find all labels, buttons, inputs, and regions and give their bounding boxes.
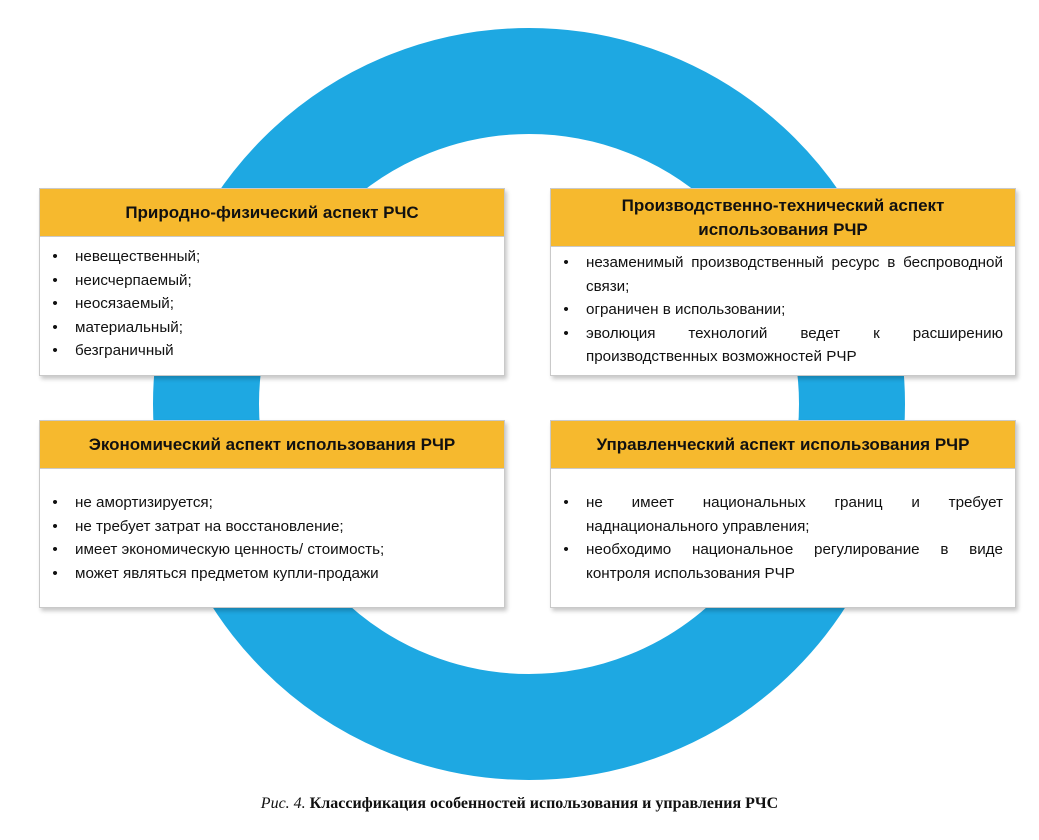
bullet-icon: • [563,301,569,318]
card-list: • невещественный; • неисчерпаемый; • неосяз… [40,237,504,363]
bullet-icon: • [563,494,569,511]
list-item-text: ограничен в использовании; [586,301,786,318]
list-item-text: может являться предметом купли-продажи [75,564,379,582]
list-item: • неосязаемый; [48,292,492,316]
card-production-technical: Производственно-технический аспект испол… [550,188,1016,376]
card-list: • не амортизируется; • не требует затрат н… [40,469,504,585]
bullet-icon: • [52,541,58,558]
list-item: • необходимо национальное регулирование в… [559,538,1003,585]
list-item-text: не амортизируется; [75,494,213,511]
list-item-text: неисчерпаемый; [75,271,192,289]
bullet-icon: • [563,541,569,558]
list-item: • не требует затрат на восстановление; [48,515,492,539]
bullet-icon: • [52,318,58,336]
bullet-icon: • [52,248,58,265]
list-item: • может являться предметом купли-продажи [48,562,492,586]
bullet-icon: • [52,564,58,582]
list-item: • неисчерпаемый; [48,269,492,293]
caption-text: Классификация особенностей использования… [309,795,779,812]
card-management: Управленческий аспект использования РЧР … [550,420,1016,608]
list-item-text: невещественный; [75,248,201,265]
list-item: • не амортизируется; [48,491,492,515]
bullet-icon: • [52,494,58,511]
card-title: Природно-физический аспект РЧС [40,189,504,237]
list-item-text: незаменимый производственный ресурс в бе… [586,254,1003,295]
caption-label: Рис. 4. [260,795,306,812]
cycle-ring [153,28,905,780]
list-item: • ограничен в использовании; [559,298,1003,322]
list-item-text: безграничный [75,342,174,359]
list-item-text: имеет экономическую ценность/ стоимость; [75,541,385,558]
list-item-text: эволюция технологий ведет к расширению п… [586,324,1003,366]
list-item: • не имеет национальных границ и требует … [559,491,1003,538]
list-item: • материальный; [48,316,492,340]
card-title: Производственно-технический аспект испол… [551,189,1015,247]
card-title: Управленческий аспект использования РЧР [551,421,1015,469]
card-list: • незаменимый производственный ресурс в б… [551,247,1015,369]
list-item: • невещественный; [48,245,492,269]
list-item-text: не требует затрат на восстановление; [75,517,344,535]
list-item-text: необходимо национальное регулирование в … [586,541,1003,582]
ring-band [153,28,905,780]
list-item: • безграничный [48,339,492,363]
list-item-text: материальный; [75,318,183,336]
bullet-icon: • [52,295,58,312]
bullet-icon: • [563,254,569,271]
list-item-text: неосязаемый; [75,295,175,312]
card-natural-physical: Природно-физический аспект РЧС • невещест… [39,188,505,376]
list-item-text: не имеет национальных границ и требует н… [586,494,1003,535]
card-economic: Экономический аспект использования РЧР •… [39,420,505,608]
bullet-icon: • [52,342,58,359]
card-list: • не имеет национальных границ и требует … [551,469,1015,585]
bullet-icon: • [52,271,58,289]
bullet-icon: • [52,517,58,535]
figure-caption: Рис. 4. Классификация особенностей испол… [0,795,1039,813]
list-item: • имеет экономическую ценность/ стоимость… [48,538,492,562]
list-item: • незаменимый производственный ресурс в б… [559,251,1003,298]
list-item: • эволюция технологий ведет к расширению … [559,322,1003,369]
card-title: Экономический аспект использования РЧР [40,421,504,469]
bullet-icon: • [563,324,569,342]
